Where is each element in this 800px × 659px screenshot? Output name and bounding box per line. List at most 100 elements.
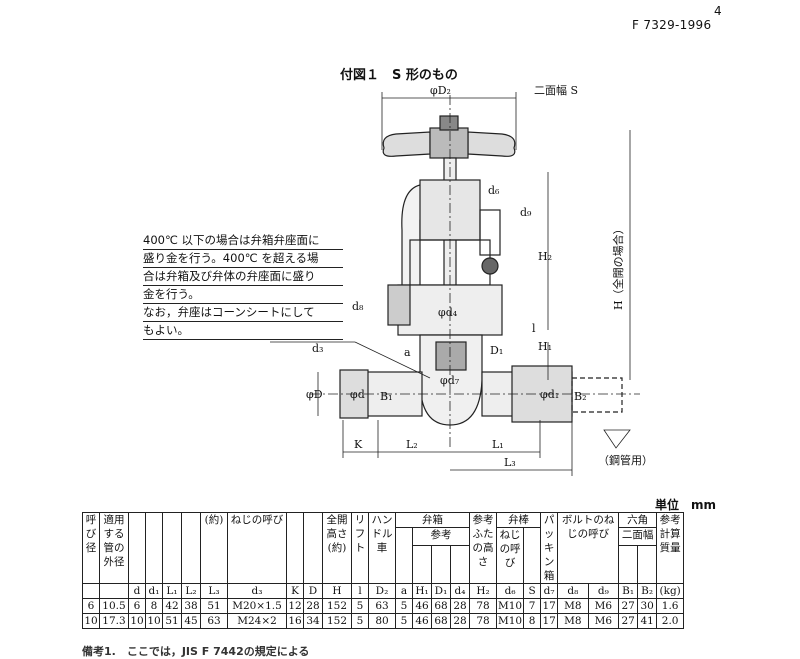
table-cell: 28 xyxy=(303,598,323,614)
table-cell: 10 xyxy=(145,613,163,629)
symbol-cell: d₄ xyxy=(450,583,470,599)
symbol-cell: d₆ xyxy=(495,583,525,599)
symbol-cell: H₁ xyxy=(412,583,432,599)
group-bolt: ボルトのねじの呼び xyxy=(557,512,620,584)
col-mass: 参考計算質量 xyxy=(656,512,685,584)
table-cell: 63 xyxy=(368,598,396,614)
note-line: 400℃ 以下の場合は弁箱弁座面に xyxy=(143,232,343,250)
table-cell: 1.6 xyxy=(656,598,685,614)
symbol-cell: (kg) xyxy=(656,583,685,599)
group-body: 弁箱 xyxy=(395,512,470,528)
symbol-cell: D₂ xyxy=(368,583,396,599)
label-phi-d7: φd₇ xyxy=(440,374,460,387)
table-cell: 27 xyxy=(618,598,639,614)
symbol-cell: K xyxy=(286,583,304,599)
table-cell: 152 xyxy=(322,598,352,614)
table-cell: 8 xyxy=(145,598,163,614)
label-phi-d: φD xyxy=(306,388,323,401)
symbol-cell: D xyxy=(303,583,323,599)
valve-drawing: φD₂ 二面幅 S d₆ d₉ d₈ d₃ H₂ H（全開の場合） φd₄ φd… xyxy=(270,84,653,476)
welding-note: 400℃ 以下の場合は弁箱弁座面に 盛り金を行う。400℃ を超える場 合は弁箱… xyxy=(143,232,343,340)
label-pipe: （鋼管用） xyxy=(598,453,653,467)
table-cell: 42 xyxy=(162,598,182,614)
symbol-cell: a xyxy=(395,583,413,599)
table-cell: 16 xyxy=(286,613,304,629)
label-two-face: 二面幅 S xyxy=(534,84,578,97)
table-cell: 38 xyxy=(181,598,201,614)
label-b1: B₁ xyxy=(380,390,393,403)
table-header-row: 呼び径 適用する管の外径 (約) ねじの呼び 全開高さ(約) リフト ハンドル車… xyxy=(82,512,685,584)
table-cell: 41 xyxy=(637,613,658,629)
table-cell: 5 xyxy=(395,613,413,629)
symbol-cell: d xyxy=(128,583,146,599)
col-lift: リフト xyxy=(351,512,369,584)
table-cell: M20×1.5 xyxy=(227,598,287,614)
table-cell: M24×2 xyxy=(227,613,287,629)
label-l: l xyxy=(532,322,536,335)
label-l1: L₁ xyxy=(492,438,504,451)
table-cell: 6 xyxy=(128,598,146,614)
label-h2: H₂ xyxy=(538,250,552,263)
symbol-cell: d₇ xyxy=(540,583,559,599)
symbol-cell: L₁ xyxy=(162,583,182,599)
note-line: 合は弁箱及び弁体の弁座面に盛り xyxy=(143,268,343,286)
table-cell: 28 xyxy=(450,598,470,614)
table-cell: 46 xyxy=(412,613,432,629)
table-cell: 34 xyxy=(303,613,323,629)
table-cell: M6 xyxy=(587,613,620,629)
symbol-cell: B₂ xyxy=(637,583,658,599)
label-a: a xyxy=(404,346,411,359)
table-cell: 63 xyxy=(200,613,228,629)
col-full-height: 全開高さ(約) xyxy=(322,512,352,584)
table-cell: 5 xyxy=(351,613,369,629)
table-header-row: 参考 ねじの呼び 二面幅 xyxy=(83,527,684,584)
note-line: 金を行う。 xyxy=(143,286,343,304)
label-phi-d2: φD₂ xyxy=(430,84,451,97)
note-line: もよい。 xyxy=(143,322,343,340)
figure-title: 付図１ S 形のもの xyxy=(340,68,458,83)
col-stem-thread: ねじの呼び xyxy=(495,527,525,584)
label-phi-d-small: φd xyxy=(350,388,365,401)
label-phi-d1: φd₁ xyxy=(540,388,559,401)
table-cell: M6 xyxy=(587,598,620,614)
col-packing: パッキン箱 xyxy=(540,512,559,584)
handwheel xyxy=(382,115,516,159)
note-line: 盛り金を行う。400℃ を超える場 xyxy=(143,250,343,268)
symbol-cell: D₁ xyxy=(431,583,451,599)
table-symbol-row: d d₁ L₁ L₂ L₃ d₃ K D H l D₂ a H₁ D₁ d₄ H… xyxy=(82,583,685,599)
table-cell: 2.0 xyxy=(656,613,685,629)
footer-remark: 備考1. ここでは，JIS F 7442の規定による xyxy=(82,645,310,658)
table-cell: 51 xyxy=(162,613,182,629)
symbol-cell: L₃ xyxy=(200,583,228,599)
symbol-cell: B₁ xyxy=(618,583,639,599)
note-line: なお，弁座はコーンシートにして xyxy=(143,304,343,322)
table-cell: 17.3 xyxy=(99,613,129,629)
col-pipe-od: 適用する管の外径 xyxy=(99,512,129,584)
page-number: 4 xyxy=(714,4,722,18)
table-cell: 8 xyxy=(523,613,542,629)
table-cell: M10 xyxy=(495,598,525,614)
symbol-cell: S xyxy=(523,583,542,599)
table-cell: 27 xyxy=(618,613,639,629)
table-cell: 80 xyxy=(368,613,396,629)
group-hex: 六角 xyxy=(618,512,658,528)
label-d3: d₃ xyxy=(312,342,323,355)
label-d9: d₉ xyxy=(520,206,532,219)
table-cell: 17 xyxy=(540,598,559,614)
symbol-cell: l xyxy=(351,583,369,599)
label-b2: B₂ xyxy=(574,390,587,403)
unit-label: 単位 mm xyxy=(655,498,717,512)
table-header-row xyxy=(83,545,684,584)
table-cell: 78 xyxy=(469,598,497,614)
label-h-total: H（全開の場合） xyxy=(611,223,625,310)
label-l3: L₃ xyxy=(504,456,516,469)
label-l2: L₂ xyxy=(406,438,418,451)
table-cell: M8 xyxy=(557,613,589,629)
table-cell: 10 xyxy=(82,613,100,629)
col-approx: (約) xyxy=(200,512,228,584)
table-cell: 17 xyxy=(540,613,559,629)
symbol-cell: d₈ xyxy=(557,583,589,599)
dimension-table: 呼び径 適用する管の外径 (約) ねじの呼び 全開高さ(約) リフト ハンドル車… xyxy=(82,512,685,629)
col-nominal-size: 呼び径 xyxy=(82,512,100,584)
table-cell: 5 xyxy=(351,598,369,614)
